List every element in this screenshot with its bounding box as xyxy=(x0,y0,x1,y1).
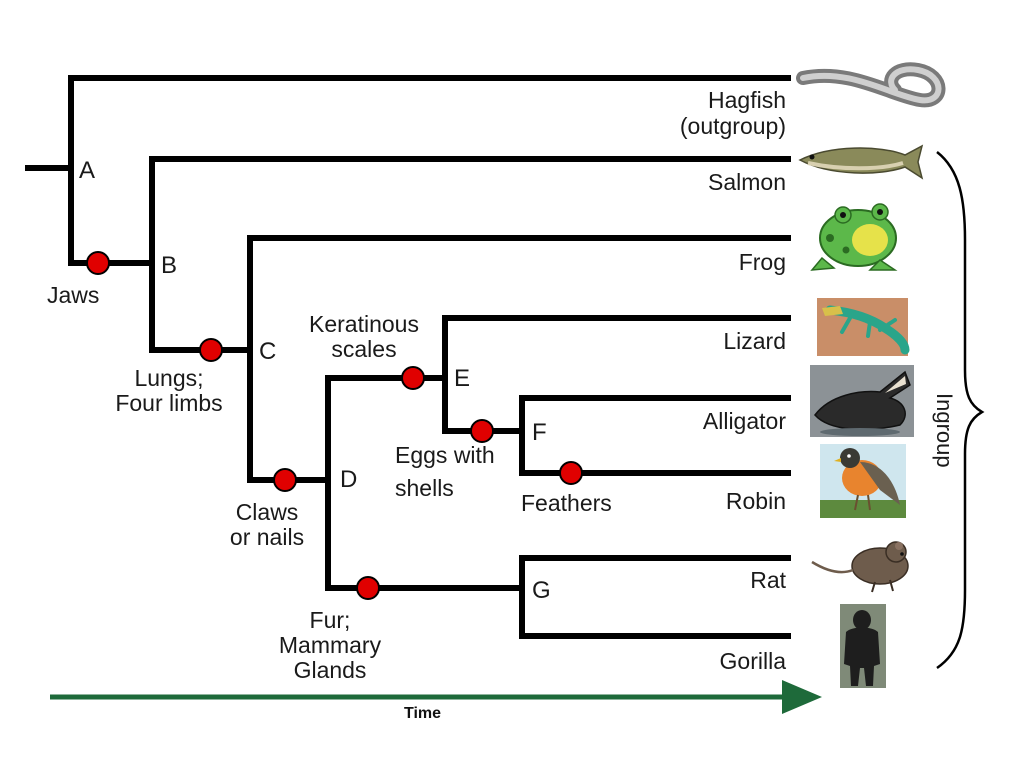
robin-icon xyxy=(820,444,906,518)
node-label-a: A xyxy=(79,157,96,184)
trait-label-lungs: Lungs; Four limbs xyxy=(104,366,234,416)
taxon-label-alligator: Alligator xyxy=(702,408,786,434)
taxon-label-hagfish: Hagfish (outgroup) xyxy=(680,87,786,139)
ingroup-bracket xyxy=(936,151,985,670)
trait-label-lungs-line-1: Lungs; xyxy=(134,365,204,391)
trait-label-claws-line-1: Claws xyxy=(235,499,299,525)
taxon-label-hagfish-line-2: (outgroup) xyxy=(679,113,786,139)
trait-label-fur-line-2: Mammary xyxy=(278,632,382,658)
taxon-label-robin: Robin xyxy=(725,488,786,514)
gorilla-icon xyxy=(840,604,886,688)
trait-label-feathers: Feathers xyxy=(521,490,612,516)
node-label-e: E xyxy=(454,365,471,392)
tree-branches xyxy=(25,75,791,639)
trait-label-fur-line-3: Glands xyxy=(293,657,367,683)
frog-icon xyxy=(810,203,898,271)
ingroup-label: Ingroup xyxy=(932,393,957,468)
trait-marker-feathers xyxy=(559,461,583,485)
trait-label-jaws: Jaws xyxy=(47,282,100,308)
trait-label-fur-line-1: Fur; xyxy=(309,607,351,633)
node-label-d: D xyxy=(340,466,358,493)
node-label-f: F xyxy=(532,419,547,446)
lizard-icon xyxy=(817,298,910,356)
taxon-label-frog: Frog xyxy=(738,249,786,275)
taxon-label-gorilla: Gorilla xyxy=(719,648,786,674)
trait-label-eggs: Eggs with shells xyxy=(395,443,495,501)
trait-label-scales: Keratinous scales xyxy=(294,312,434,362)
trait-label-scales-line-2: scales xyxy=(331,336,397,362)
taxon-label-rat: Rat xyxy=(750,567,786,593)
trait-marker-claws xyxy=(273,468,297,492)
node-label-b: B xyxy=(161,252,178,279)
alligator-icon xyxy=(810,365,914,437)
trait-label-claws-line-2: or nails xyxy=(229,524,305,550)
trait-label-lungs-line-2: Four limbs xyxy=(115,390,223,416)
trait-label-claws: Claws or nails xyxy=(212,500,322,550)
trait-label-fur: Fur; Mammary Glands xyxy=(263,608,397,683)
trait-marker-scales xyxy=(401,366,425,390)
trait-label-eggs-line-2: shells xyxy=(395,475,454,501)
trait-marker-jaws xyxy=(86,251,110,275)
rat-icon xyxy=(811,541,909,593)
hagfish-icon xyxy=(796,62,946,108)
node-label-g: G xyxy=(532,577,551,604)
taxon-label-salmon: Salmon xyxy=(708,169,786,195)
time-arrow xyxy=(50,680,822,714)
node-label-c: C xyxy=(259,338,277,365)
trait-marker-lungs xyxy=(199,338,223,362)
taxon-label-hagfish-line-1: Hagfish xyxy=(708,87,786,113)
time-axis-label: Time xyxy=(404,705,442,722)
trait-label-eggs-line-1: Eggs with xyxy=(395,442,495,468)
salmon-icon xyxy=(798,144,924,180)
taxon-label-lizard: Lizard xyxy=(723,328,786,354)
trait-marker-eggs xyxy=(470,419,494,443)
trait-marker-fur xyxy=(356,576,380,600)
trait-label-scales-line-1: Keratinous xyxy=(309,311,419,337)
